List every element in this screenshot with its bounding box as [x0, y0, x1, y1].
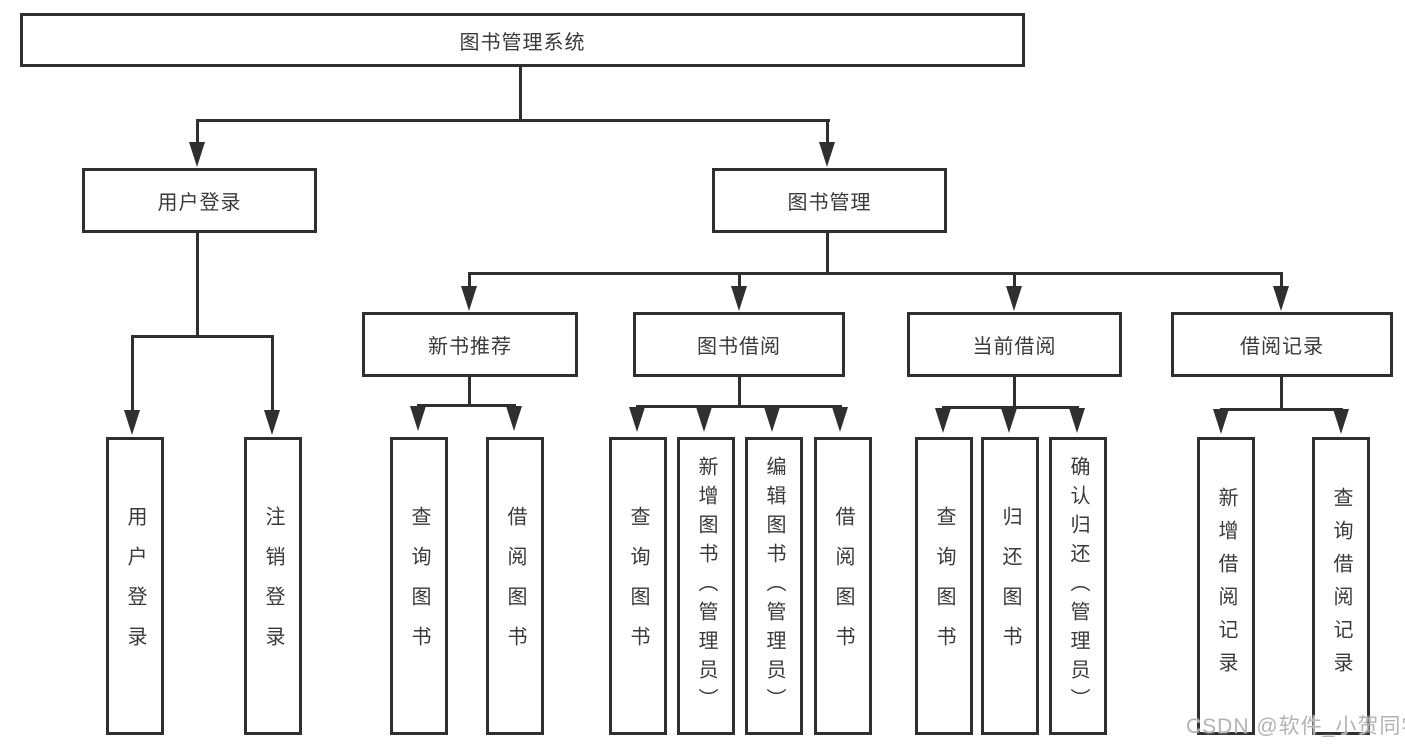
node-label: 查询图书	[627, 506, 649, 666]
connector-line	[636, 405, 842, 408]
node-leaf-query-books-2: 查询图书	[609, 437, 667, 735]
connector-line	[826, 119, 829, 145]
arrow-down-icon	[1213, 409, 1229, 434]
connector-line	[1013, 377, 1016, 408]
connector-line	[1280, 377, 1283, 410]
node-label: 图书管理系统	[459, 31, 586, 54]
node-leaf-query-borrow-record: 查询借阅记录	[1312, 437, 1370, 735]
node-label: 图书管理	[787, 192, 872, 214]
node-user-login: 用户登录	[82, 168, 317, 233]
connector-line	[1013, 272, 1016, 289]
arrow-down-icon	[819, 142, 835, 167]
connector-line	[417, 404, 516, 407]
arrow-down-icon	[832, 407, 848, 432]
arrow-down-icon	[1273, 286, 1289, 311]
arrow-down-icon	[264, 410, 280, 435]
node-label: 用户登录	[124, 506, 146, 666]
connector-line	[131, 335, 274, 338]
arrow-down-icon	[935, 408, 951, 433]
node-new-book-recommendation: 新书推荐	[362, 312, 578, 377]
connector-line	[942, 406, 1079, 409]
connector-line	[1280, 272, 1283, 289]
arrow-down-icon	[764, 407, 780, 432]
node-label: 注销登录	[262, 506, 284, 666]
node-leaf-add-borrow-record: 新增借阅记录	[1197, 437, 1255, 735]
node-label: 编辑图书（管理员）	[763, 455, 785, 717]
node-leaf-borrow-books-2: 借阅图书	[814, 437, 872, 735]
node-label: 新书推荐	[428, 336, 512, 358]
node-borrowing-records: 借阅记录	[1171, 312, 1393, 377]
node-label: 当前借阅	[972, 336, 1057, 358]
node-label: 借阅图书	[832, 506, 854, 666]
node-book-borrowing: 图书借阅	[633, 312, 845, 377]
node-book-management: 图书管理	[712, 168, 947, 233]
arrow-down-icon	[1333, 409, 1349, 434]
arrow-down-icon	[1001, 408, 1017, 433]
arrow-down-icon	[696, 407, 712, 432]
node-leaf-confirm-return-admin: 确认归还（管理员）	[1049, 437, 1107, 735]
connector-line	[271, 335, 274, 413]
connector-line	[826, 233, 829, 274]
arrow-down-icon	[506, 406, 522, 431]
node-leaf-borrow-books-1: 借阅图书	[486, 437, 544, 735]
connector-line	[468, 272, 471, 289]
arrow-down-icon	[629, 407, 645, 432]
connector-line	[468, 377, 471, 406]
node-leaf-add-books-admin: 新增图书（管理员）	[677, 437, 735, 735]
node-leaf-query-books-3: 查询图书	[915, 437, 973, 735]
connector-line	[196, 119, 199, 145]
node-label: 借阅图书	[504, 506, 526, 666]
csdn-watermark: CSDN @软件_小贺同学	[1186, 715, 1405, 738]
connector-line	[1220, 408, 1343, 411]
node-label: 查询图书	[933, 506, 955, 666]
connector-line	[519, 67, 522, 122]
arrow-down-icon	[461, 286, 477, 311]
node-current-borrowing: 当前借阅	[907, 312, 1122, 377]
connector-line	[196, 233, 199, 337]
node-label: 查询借阅记录	[1330, 487, 1352, 685]
node-leaf-query-books-1: 查询图书	[390, 437, 448, 735]
node-root: 图书管理系统	[20, 13, 1025, 67]
node-leaf-edit-books-admin: 编辑图书（管理员）	[745, 437, 803, 735]
node-label: 图书借阅	[697, 336, 781, 358]
arrow-down-icon	[410, 406, 426, 431]
node-label: 借阅记录	[1240, 336, 1324, 358]
node-leaf-logout: 注销登录	[244, 437, 302, 735]
node-label: 确认归还（管理员）	[1067, 455, 1089, 717]
connector-line	[196, 119, 830, 122]
arrow-down-icon	[1006, 286, 1022, 311]
arrow-down-icon	[124, 410, 140, 435]
node-label: 新增借阅记录	[1215, 487, 1237, 685]
connector-line	[738, 272, 741, 289]
node-label: 查询图书	[408, 506, 430, 666]
arrow-down-icon	[731, 286, 747, 311]
connector-line	[738, 377, 741, 407]
connector-line	[131, 335, 134, 413]
arrow-down-icon	[1069, 408, 1085, 433]
node-label: 归还图书	[999, 506, 1021, 666]
connector-line	[468, 272, 1283, 275]
node-label: 新增图书（管理员）	[695, 455, 717, 717]
arrow-down-icon	[189, 142, 205, 167]
node-label: 用户登录	[157, 192, 242, 214]
node-leaf-return-books: 归还图书	[981, 437, 1039, 735]
node-leaf-user-login: 用户登录	[106, 437, 164, 735]
